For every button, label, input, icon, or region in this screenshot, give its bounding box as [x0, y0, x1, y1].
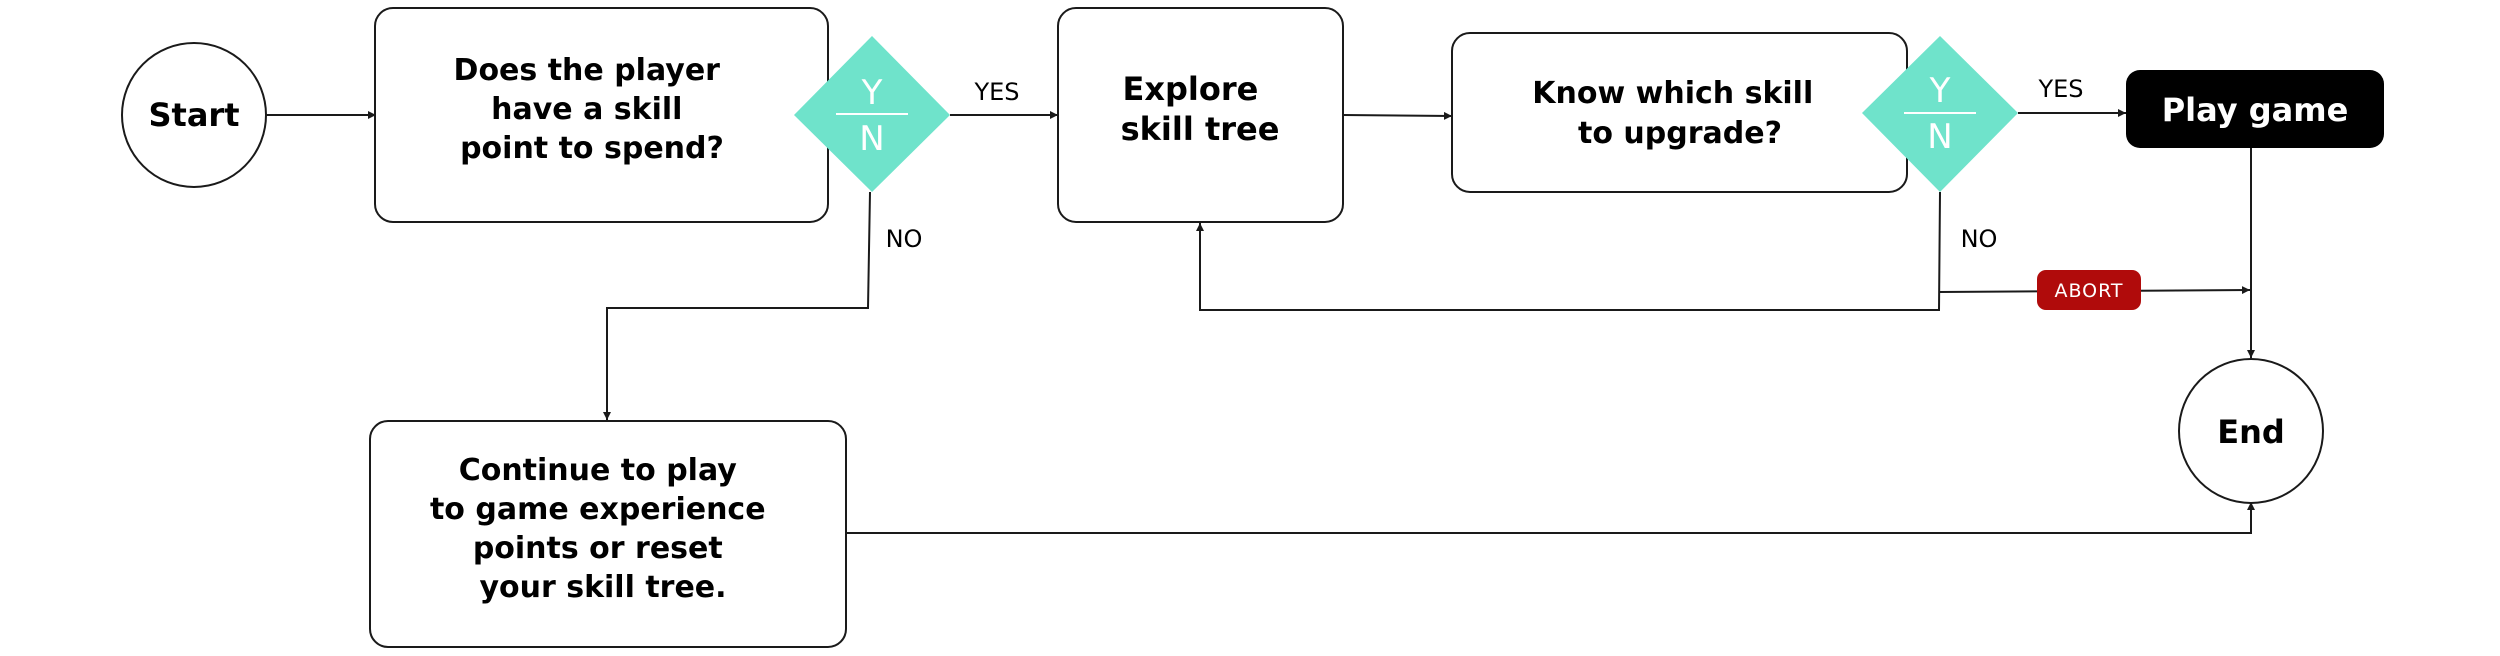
edge-continue-to-end	[846, 502, 2255, 534]
no-label-2: NO	[1961, 225, 1998, 253]
decision-1-yes-symbol: Y	[861, 73, 883, 113]
continue-line-1: Continue to play	[459, 453, 738, 488]
explore-line-2: skill tree	[1121, 110, 1280, 148]
svg-text:Know which skill to upgr: Know which skill to upgrade?	[1532, 76, 1823, 151]
question-has-skill-point: Does the player have a skill point to sp…	[374, 7, 829, 223]
svg-text:Explore skill tree: Explore skill tree	[1121, 70, 1280, 148]
decision-diamond-1: Y N	[794, 36, 950, 192]
start-node: Start	[121, 42, 267, 188]
abort-badge: ABORT	[2037, 270, 2141, 310]
decision-1-no-symbol: N	[859, 119, 884, 159]
continue-line-2: to game experience	[430, 492, 766, 527]
know-line-1: Know which skill	[1532, 76, 1813, 111]
decision-2-yes-symbol: Y	[1929, 71, 1951, 111]
know-line-2: to upgrade?	[1578, 116, 1782, 151]
abort-label: ABORT	[2054, 280, 2123, 302]
know-which-skill-node: Know which skill to upgrade?	[1451, 32, 1908, 193]
no-label-1: NO	[886, 225, 923, 253]
continue-line-3: points or reset	[473, 531, 723, 566]
end-node: End	[2178, 358, 2324, 504]
explore-skill-tree-node: Explore skill tree	[1057, 7, 1344, 223]
yes-label-2: YES	[2037, 75, 2083, 103]
continue-line-4: your skill tree.	[479, 570, 726, 605]
edge-explore-to-know	[1342, 111, 1453, 120]
decision-2-no-symbol: N	[1927, 117, 1952, 157]
start-label: Start	[148, 96, 239, 134]
edge-no-loop-to-explore	[1196, 191, 1941, 311]
play-game-node: Play game	[2126, 70, 2384, 148]
svg-text:Does the player have a s: Does the player have a skill point to sp…	[454, 53, 731, 166]
question-line-1: Does the player	[454, 53, 721, 88]
play-game-label: Play game	[2162, 91, 2349, 129]
continue-playing-node: Continue to play to game experience poin…	[369, 420, 847, 648]
end-label: End	[2217, 413, 2285, 451]
question-line-2: have a skill	[491, 92, 682, 127]
decision-diamond-2: Y N	[1862, 36, 2018, 192]
svg-text:Continue to play to game: Continue to play to game experience poin…	[430, 453, 776, 605]
edge-no-to-continue	[603, 191, 871, 420]
yes-label-1: YES	[973, 78, 1019, 106]
explore-line-1: Explore	[1123, 70, 1259, 108]
question-line-3: point to spend?	[460, 131, 724, 166]
